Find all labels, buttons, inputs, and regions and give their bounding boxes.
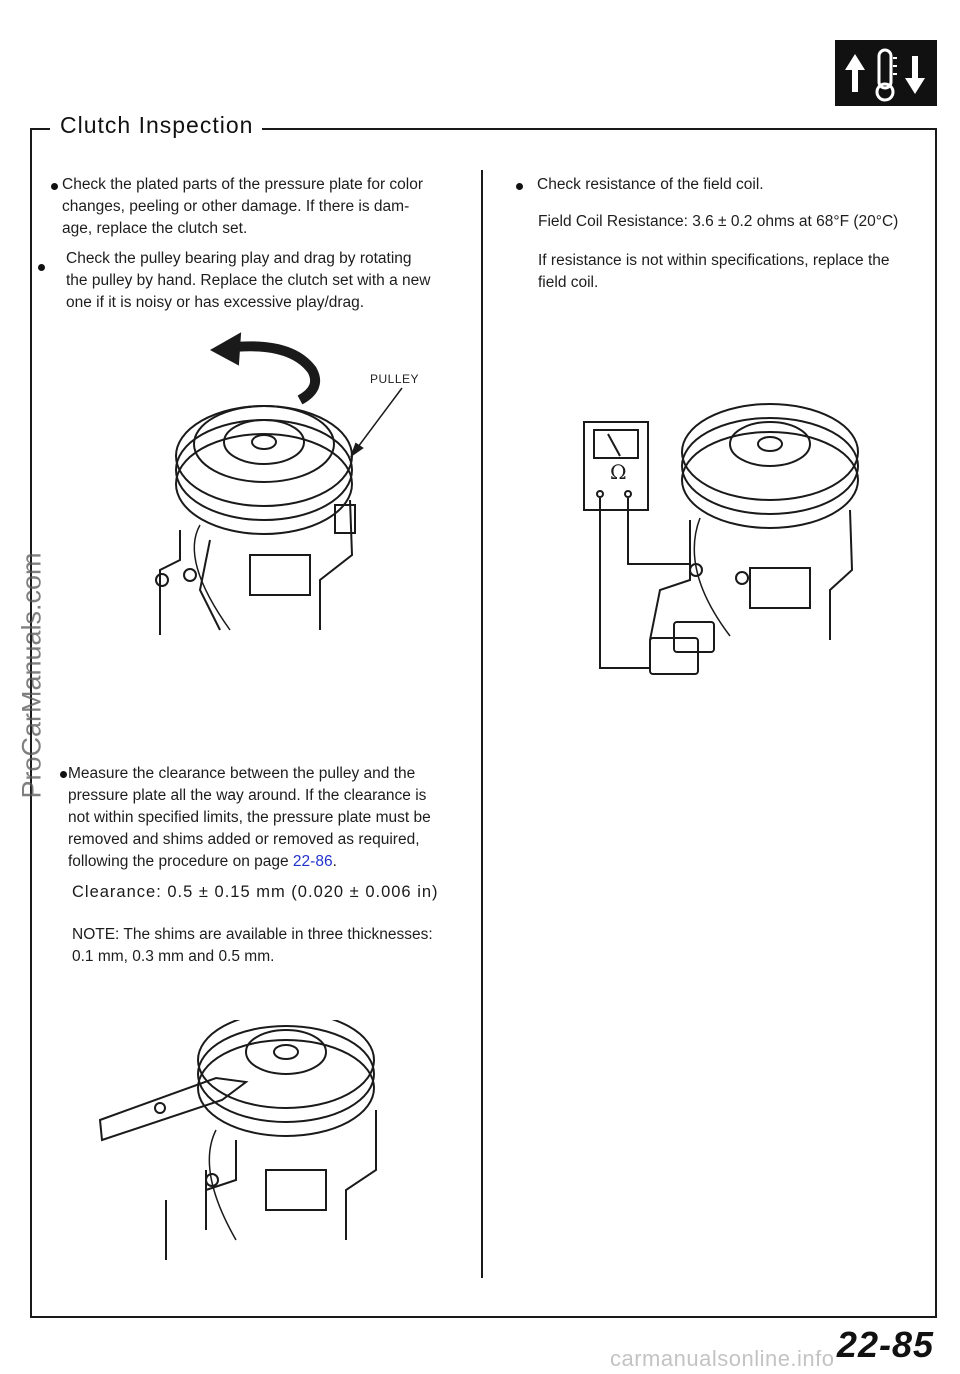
clearance-spec: Clearance: 0.5 ± 0.15 mm (0.020 ± 0.006 … <box>72 883 439 901</box>
frame-left <box>30 128 32 1318</box>
page-link-22-86[interactable]: 22-86 <box>292 853 333 870</box>
section-title: Clutch Inspection <box>52 112 262 139</box>
column-divider <box>481 170 483 1278</box>
pulley-rotation-illustration <box>140 330 440 650</box>
page-number: 22-85 <box>836 1324 934 1365</box>
ohm-symbol: Ω <box>610 460 627 484</box>
feeler-gauge-illustration <box>96 1011 396 1260</box>
note-text: NOTE: The shims are available in three t… <box>72 926 433 965</box>
frame-bottom <box>30 1316 937 1318</box>
left-bullet3-text: Measure the clearance between the pulley… <box>68 765 431 870</box>
replace-instruction: If resistance is not within specificatio… <box>538 252 890 291</box>
bullet <box>38 264 45 271</box>
bullet <box>516 183 523 190</box>
left-bullet2-text: Check the pulley bearing play and drag b… <box>66 250 431 311</box>
frame-right <box>935 128 937 1318</box>
ohmmeter-illustration: Ω <box>580 390 880 700</box>
right-bullet1-text: Check resistance of the field coil. <box>537 176 764 193</box>
frame-top-left <box>30 128 50 130</box>
thermometer-up-down-icon <box>835 40 937 106</box>
field-coil-spec: Field Coil Resistance: 3.6 ± 0.2 ohms at… <box>538 213 899 230</box>
bottom-watermark: carmanualsonline.info <box>610 1346 835 1371</box>
bullet <box>60 771 67 778</box>
pulley-label: PULLEY <box>370 372 420 386</box>
left-bullet1-text: Check the plated parts of the pressure p… <box>62 176 424 237</box>
frame-top-right <box>262 128 937 130</box>
side-watermark: ProCarManuals.com <box>16 552 47 799</box>
bullet <box>51 183 58 190</box>
